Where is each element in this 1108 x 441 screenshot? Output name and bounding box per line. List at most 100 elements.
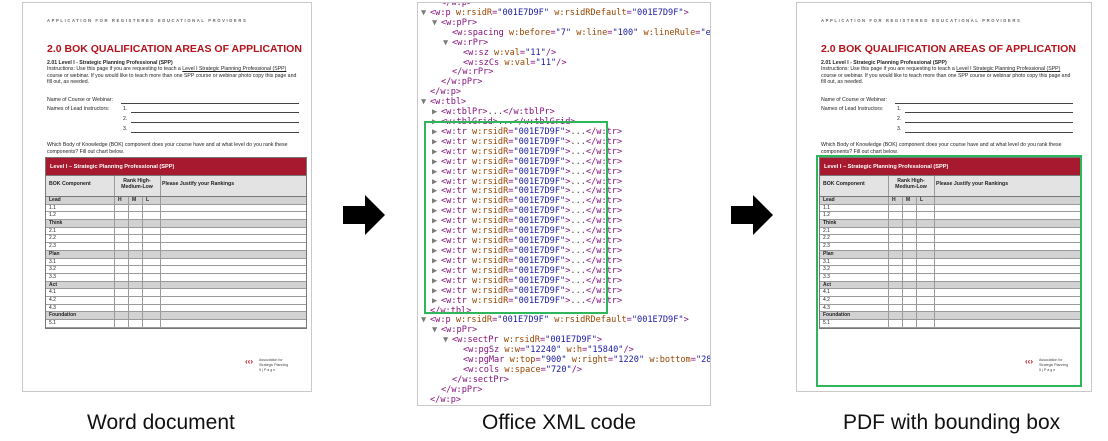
xml-tag: = <box>508 136 514 147</box>
collapsed-triangle-icon[interactable]: ▶ <box>432 107 438 118</box>
xml-tag: = <box>508 196 514 207</box>
xml-attribute-name: w:rsidR <box>472 236 509 247</box>
table-row: 1.1 <box>820 204 1080 213</box>
xml-attribute-name: w:rsidR <box>472 206 509 217</box>
xml-tag: > <box>565 166 571 177</box>
xml-collapsed-content: ... <box>570 236 586 247</box>
xml-collapsed-content: ... <box>570 285 586 296</box>
expanded-triangle-icon[interactable]: ▼ <box>421 315 427 326</box>
collapsed-triangle-icon[interactable]: ▶ <box>432 236 438 247</box>
expanded-triangle-icon[interactable]: ▼ <box>443 37 449 48</box>
xml-line: ▼<w:pPr> <box>432 17 477 29</box>
table-row-label: Plan <box>49 250 60 257</box>
xml-line: </w:pPr> <box>432 77 482 88</box>
collapsed-triangle-icon[interactable]: ▶ <box>432 206 438 217</box>
xml-tag: = <box>519 345 526 356</box>
xml-tag: <w:spacing <box>452 27 509 38</box>
table-row: 2.3 <box>46 243 306 251</box>
collapsed-triangle-icon[interactable]: ▶ <box>432 126 438 137</box>
xml-line: </w:rPr> <box>443 67 493 78</box>
collapsed-triangle-icon[interactable]: ▶ <box>432 186 438 197</box>
xml-tag: <w:rPr> <box>452 37 489 48</box>
table-row: 4.1 <box>46 289 306 297</box>
table-row-label: Think <box>49 220 63 227</box>
table-row: 1.1 <box>46 204 306 213</box>
xml-attribute-name: w:rsidR <box>472 295 509 306</box>
xml-attribute-name: w:val <box>494 47 520 58</box>
xml-line: ▶<w:tr w:rsidR="001E7D9F">...</w:tr> <box>432 275 622 287</box>
xml-line: ▶<w:tr w:rsidR="001E7D9F">...</w:tr> <box>432 236 622 247</box>
table-row-label: 4.2 <box>49 296 56 303</box>
xml-attribute-name: w:w <box>504 345 520 356</box>
collapsed-triangle-icon[interactable]: ▶ <box>432 265 438 276</box>
collapsed-triangle-icon[interactable]: ▶ <box>432 216 438 227</box>
xml-line: ▶<w:tr w:rsidR="001E7D9F">...</w:tr> <box>432 126 622 138</box>
xml-collapsed-content: ... <box>570 216 586 227</box>
xml-line: </w:p> <box>421 394 462 405</box>
xml-tag: </w:tr> <box>585 136 623 147</box>
xml-tag: > <box>565 255 571 266</box>
table-row-label: 4.1 <box>49 289 56 296</box>
xml-tag: > <box>565 236 571 247</box>
xml-tag: <w:sectPr <box>452 335 504 346</box>
expanded-triangle-icon[interactable]: ▼ <box>421 97 427 108</box>
xml-tag: <w:p <box>430 315 456 326</box>
rank-letter: M <box>906 197 911 203</box>
xml-attribute-value: "900" <box>540 355 567 366</box>
xml-line: ▶<w:tr w:rsidR="001E7D9F">...</w:tr> <box>432 295 622 307</box>
collapsed-triangle-icon[interactable]: ▶ <box>432 275 438 286</box>
logo-mark-icon: ‹‹› <box>1025 357 1033 366</box>
xml-line: <w:pgSz w:w="12240" w:h="15840"/> <box>454 345 634 356</box>
logo-line-2: Strategic Planning <box>259 363 289 367</box>
xml-tag: </w:tr> <box>585 146 623 157</box>
column-header-justify: Please Justify your Rankings <box>936 181 1009 187</box>
collapsed-triangle-icon[interactable]: ▶ <box>432 146 438 157</box>
collapsed-triangle-icon[interactable]: ▶ <box>432 166 438 177</box>
xml-tag: > <box>683 315 689 326</box>
xml-tag: > <box>565 176 571 187</box>
collapsed-triangle-icon[interactable]: ▶ <box>432 196 438 207</box>
xml-attribute-name: w:space <box>504 365 541 376</box>
table-header: BOK Component Rank High-Medium-Low Pleas… <box>46 176 306 197</box>
xml-collapsed-content: ... <box>570 246 586 256</box>
expanded-triangle-icon[interactable]: ▼ <box>443 335 449 346</box>
table-section-row: Plan <box>820 250 1080 259</box>
expanded-triangle-icon[interactable]: ▼ <box>432 325 438 336</box>
collapsed-triangle-icon[interactable]: ▶ <box>432 255 438 266</box>
table-row-label: 1.2 <box>49 212 56 219</box>
xml-tag: <w:tr <box>441 255 473 266</box>
table-row: 2.3 <box>820 243 1080 251</box>
expanded-triangle-icon[interactable]: ▼ <box>421 7 427 18</box>
xml-tag: </w:p> <box>430 394 462 405</box>
collapsed-triangle-icon[interactable]: ▶ <box>432 295 438 306</box>
xml-line: </w:tbl> <box>421 306 471 317</box>
xml-attribute-value: "11" <box>525 47 546 58</box>
table-row-label: 4.1 <box>823 289 830 296</box>
xml-collapsed-content: ... <box>570 206 586 217</box>
xml-tag: = <box>508 186 514 197</box>
collapsed-triangle-icon[interactable]: ▶ <box>432 136 438 147</box>
xml-tag: = <box>535 355 541 366</box>
expanded-triangle-icon[interactable]: ▼ <box>432 17 438 28</box>
xml-tag: <w:szCs <box>463 57 505 68</box>
xml-attribute-name: w:rsidR <box>472 196 509 207</box>
collapsed-triangle-icon[interactable]: ▶ <box>432 156 438 167</box>
collapsed-triangle-icon[interactable]: ▶ <box>432 246 438 256</box>
xml-attribute-value: "001E7D9F" <box>631 7 684 18</box>
xml-tag: </w:tr> <box>585 196 623 207</box>
collapsed-triangle-icon[interactable]: ▶ <box>432 176 438 187</box>
xml-tag: <w:tblPr> <box>441 107 488 118</box>
collapsed-triangle-icon[interactable]: ▶ <box>432 226 438 237</box>
xml-tag: = <box>607 27 613 38</box>
table-section-row: Act <box>46 281 306 290</box>
column-header-rank: Rank High-Medium-Low <box>895 178 927 190</box>
xml-attribute-value: "1220" <box>613 355 645 366</box>
collapsed-triangle-icon[interactable]: ▶ <box>432 285 438 296</box>
xml-tag: </w:pPr> <box>441 384 483 395</box>
xml-attribute-value: "001E7D9F" <box>513 246 566 256</box>
xml-attribute-value: "001E7D9F" <box>513 156 566 167</box>
instructor-line <box>905 122 1073 123</box>
xml-attribute-value: "001E7D9F" <box>497 315 550 326</box>
